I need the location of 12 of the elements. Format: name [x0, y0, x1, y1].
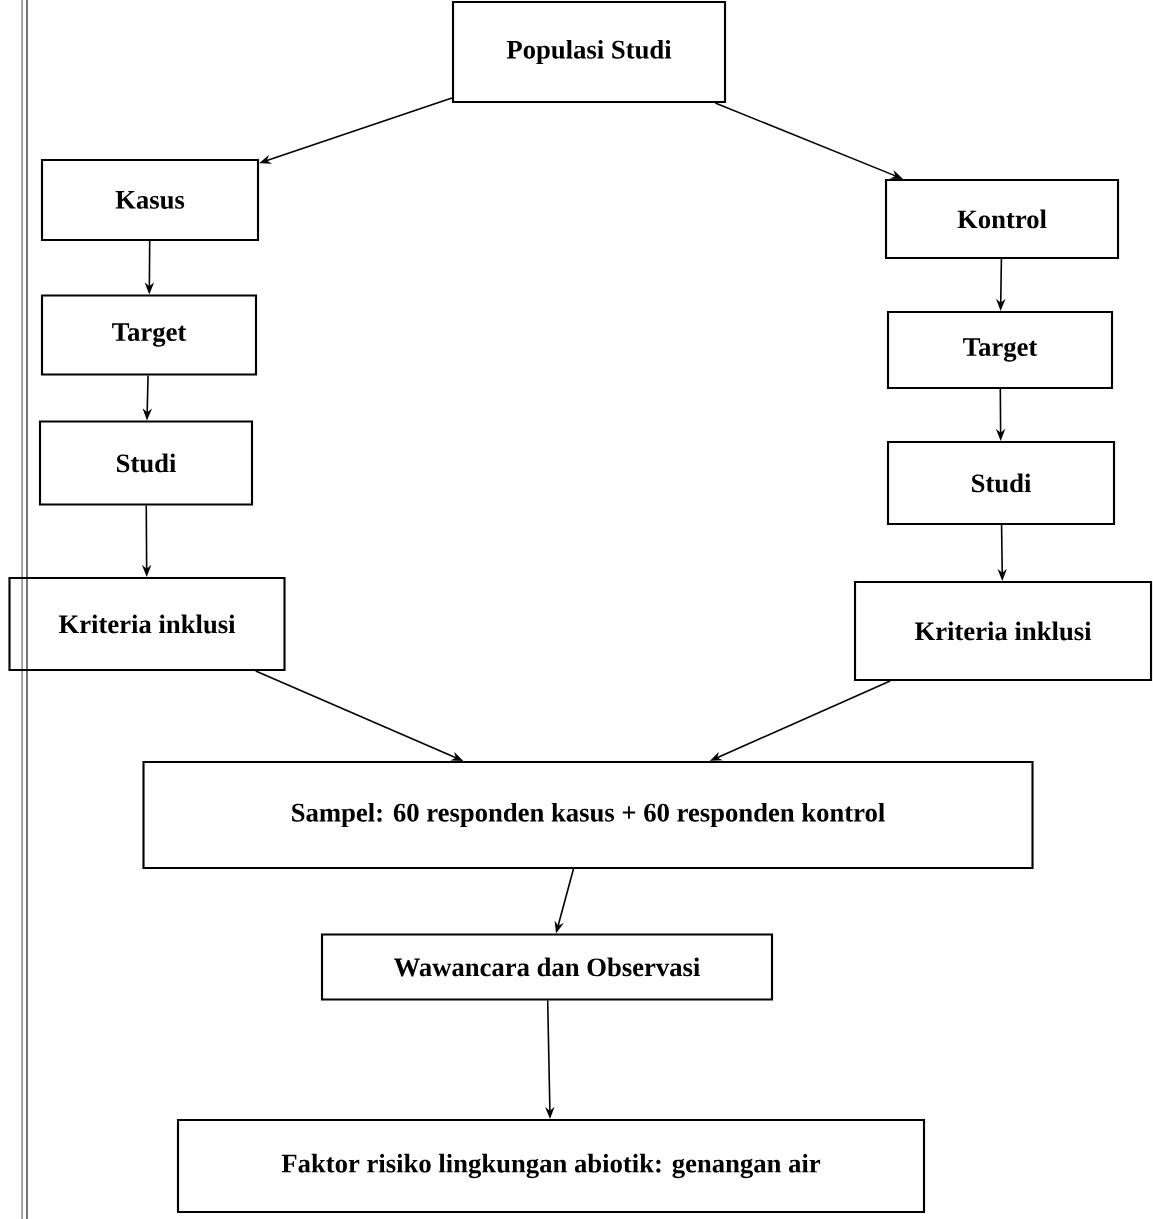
process-box: Kriteria inklusi	[853, 580, 1153, 682]
process-box: Kasus	[40, 158, 260, 242]
process-box: Wawancara dan Observasi	[320, 933, 774, 1001]
process-box: Kriteria inklusi	[8, 576, 286, 672]
process-box: Kontrol	[884, 178, 1120, 260]
process-box: Faktor risiko lingkungan abiotik: genangan air	[176, 1118, 926, 1214]
process-box: Sampel: 60 responden kasus + 60 responden kontrol	[142, 760, 1034, 870]
process-box: Studi	[38, 420, 254, 506]
process-box: Target	[40, 294, 258, 376]
process-box: Target	[886, 310, 1114, 390]
process-box: Populasi Studi	[451, 0, 727, 104]
process-box: Studi	[886, 440, 1116, 526]
